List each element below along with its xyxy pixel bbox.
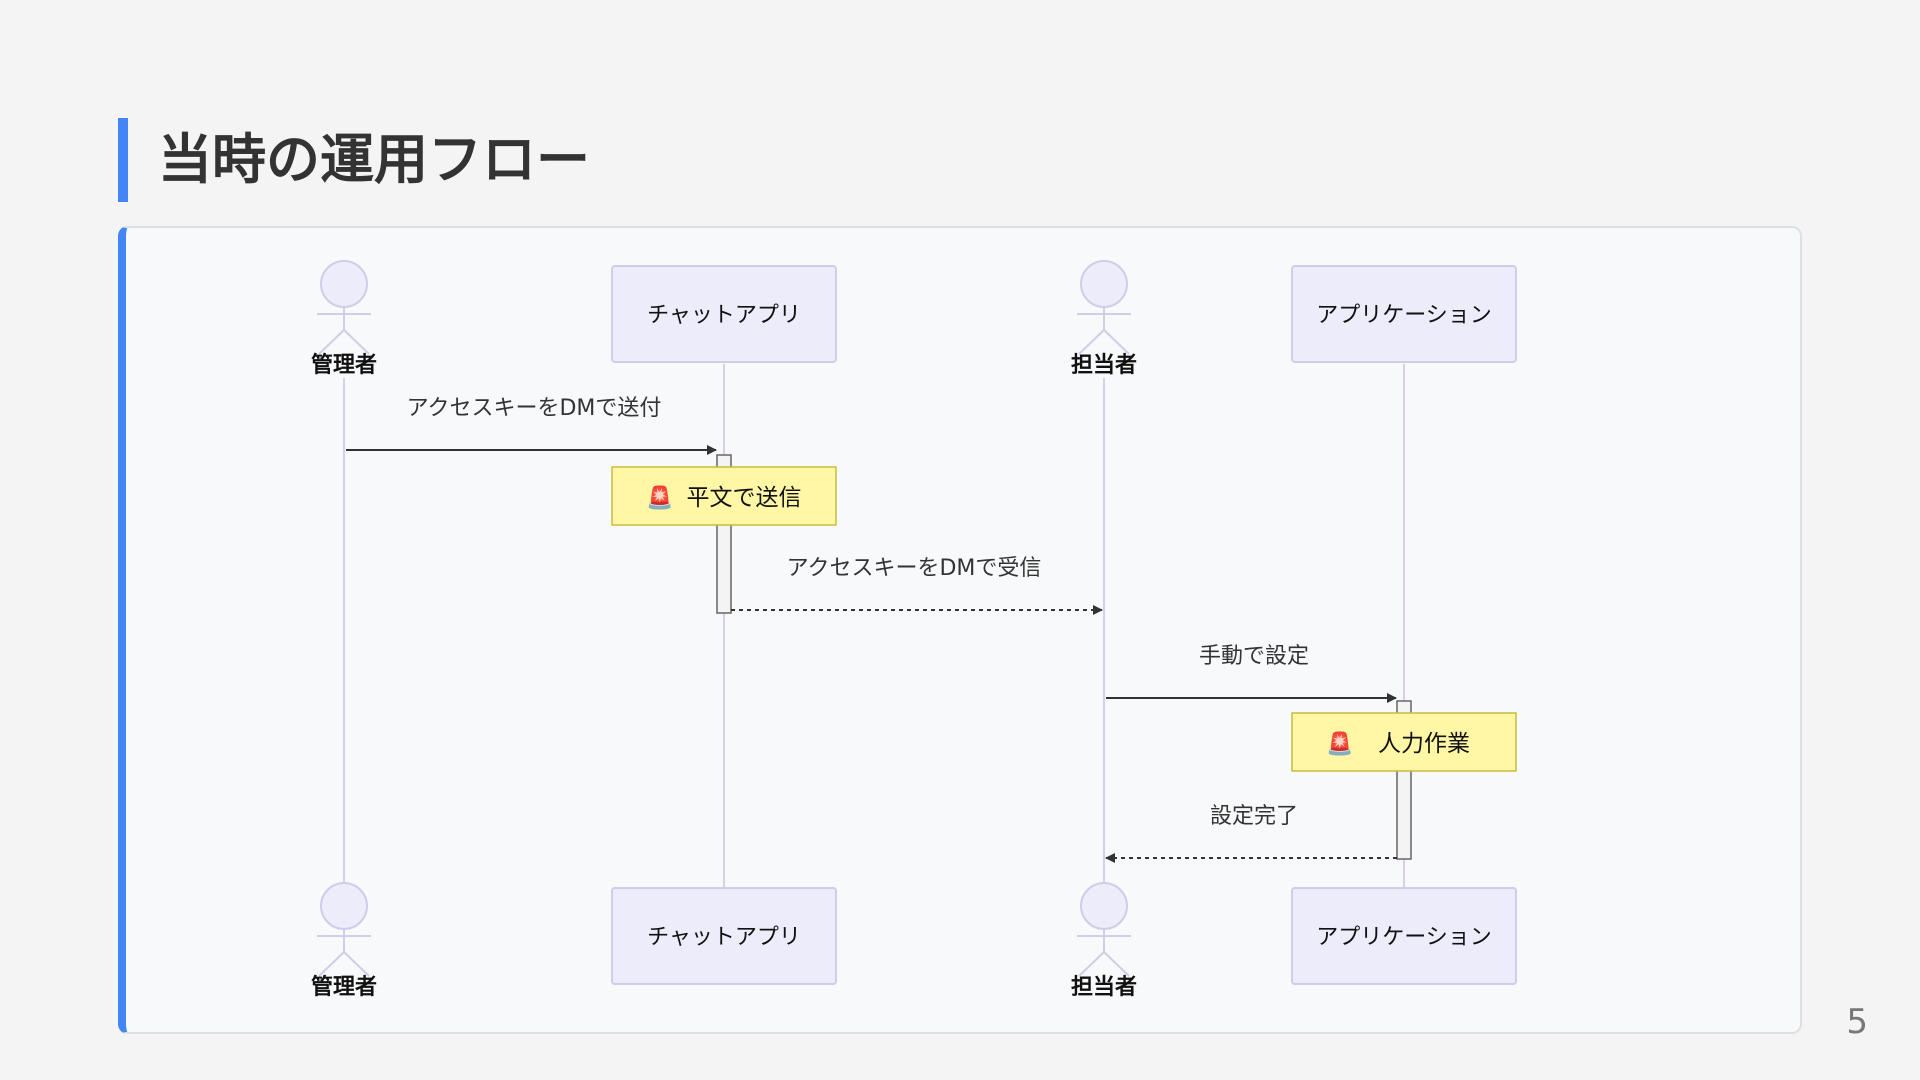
- participant-chat-bottom: チャットアプリ: [611, 887, 837, 985]
- participant-label: アプリケーション: [1316, 925, 1492, 950]
- message-2: アクセスキーをDMで受信: [731, 556, 1103, 615]
- message-label: アクセスキーをDMで受信: [787, 556, 1042, 581]
- participant-staff-bottom: 担当者: [1071, 882, 1137, 1000]
- siren-icon: 🚨: [646, 485, 673, 511]
- participant-chat-top: チャットアプリ: [611, 265, 837, 363]
- siren-icon: 🚨: [1326, 731, 1353, 757]
- message-label: 設定完了: [1210, 804, 1298, 829]
- participant-label: チャットアプリ: [647, 925, 801, 950]
- participant-admin-bottom: 管理者: [311, 882, 377, 1000]
- diagram-panel: 管理者管理者チャットアプリチャットアプリ担当者担当者アプリケーションアプリケーシ…: [118, 226, 1802, 1034]
- notes: 🚨 平文で送信 🚨 人力作業: [611, 466, 1517, 772]
- note-chat: 🚨 平文で送信: [611, 466, 837, 526]
- participant-staff-top: 担当者: [1071, 260, 1137, 378]
- participant-label: 管理者: [311, 352, 377, 378]
- participant-headers: 管理者管理者チャットアプリチャットアプリ担当者担当者アプリケーションアプリケーシ…: [311, 260, 1517, 1000]
- participant-label: 管理者: [311, 974, 377, 1000]
- message-label: 手動で設定: [1199, 644, 1309, 669]
- page-number: 5: [1846, 1002, 1868, 1042]
- note-app: 🚨 人力作業: [1291, 712, 1517, 772]
- participant-label: アプリケーション: [1316, 303, 1492, 328]
- participant-label: 担当者: [1071, 353, 1137, 378]
- note-label: 平文で送信: [687, 485, 802, 511]
- participant-app-bottom: アプリケーション: [1291, 887, 1517, 985]
- message-label: アクセスキーをDMで送付: [407, 396, 662, 421]
- sequence-diagram: 管理者管理者チャットアプリチャットアプリ担当者担当者アプリケーションアプリケーシ…: [311, 260, 1517, 1000]
- message-4: 設定完了: [1105, 804, 1397, 863]
- actor-head-icon: [1080, 260, 1128, 308]
- note-label: 人力作業: [1378, 731, 1470, 757]
- participant-label: チャットアプリ: [647, 303, 801, 328]
- title-accent-bar: [118, 118, 128, 202]
- participant-label: 担当者: [1071, 975, 1137, 1000]
- message-3: 手動で設定: [1106, 644, 1397, 703]
- actor-head-icon: [320, 882, 368, 930]
- message-1: アクセスキーをDMで送付: [346, 396, 717, 455]
- participant-admin-top: 管理者: [311, 260, 377, 378]
- page-title: 当時の運用フロー: [158, 128, 590, 191]
- participant-app-top: アプリケーション: [1291, 265, 1517, 363]
- actor-head-icon: [320, 260, 368, 308]
- actor-head-icon: [1080, 882, 1128, 930]
